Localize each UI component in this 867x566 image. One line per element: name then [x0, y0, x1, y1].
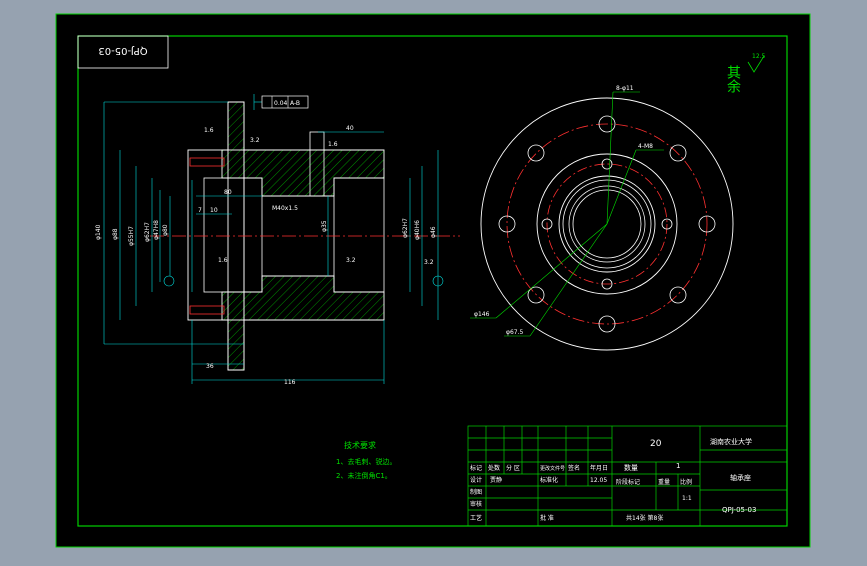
title-quantity-big: 20	[650, 439, 662, 449]
title-check-label: 审核	[470, 500, 482, 508]
tolerance-datum: A-B	[290, 100, 300, 107]
title-scale-value: 1:1	[682, 495, 692, 502]
right-bore	[333, 177, 385, 293]
roughness-e: 3.2	[424, 259, 434, 266]
title-designer: 贾静	[490, 476, 502, 484]
tolerance-frame	[261, 95, 309, 109]
roughness-symbol-icon	[747, 55, 765, 73]
title-rev-label: 标记	[470, 464, 482, 472]
title-drawing-code: QPJ-05-03	[722, 506, 756, 514]
bolt-hole-4	[669, 286, 687, 304]
title-stage-label: 阶段标记	[616, 478, 640, 486]
datum-b-icon	[432, 275, 444, 287]
tech-requirements-title: 技术要求	[344, 440, 376, 450]
title-university: 湖南农业大学	[710, 437, 752, 446]
dim-d55: φ55H7	[128, 226, 135, 246]
title-design-label: 设计	[470, 476, 482, 484]
bolt-hole-3	[698, 215, 716, 233]
outer-circle	[480, 97, 734, 351]
title-weight-label: 重量	[658, 478, 670, 486]
title-qty-value: 1	[676, 462, 680, 470]
dim-d40: φ40H6	[414, 220, 421, 240]
dim-d62c: φ62H7	[402, 218, 409, 238]
dim-d146: φ146	[474, 311, 490, 318]
title-block	[467, 425, 788, 527]
dim-d35: φ35	[321, 220, 328, 232]
groove	[309, 131, 325, 197]
bolt-circle	[506, 123, 708, 325]
title-rev-sign: 签名	[568, 464, 580, 472]
dim-thread-holes: 4-M8	[638, 143, 653, 150]
bolt-hole-8	[527, 144, 545, 162]
thread-hole-1	[601, 158, 613, 170]
bolt-hole-5	[598, 315, 616, 333]
code-box	[77, 35, 169, 69]
section-view: 0.04 A-B φ140 φ88 φ55H7 φ62H7 φ47H8 φ80 …	[95, 94, 460, 386]
thread-hole-4	[541, 218, 553, 230]
dim-thread: M40x1.5	[272, 205, 298, 212]
title-scale-label: 比例	[680, 478, 692, 486]
left-bore	[203, 177, 263, 293]
bore-mid	[562, 179, 652, 269]
title-rev-doc: 更改文件号	[540, 465, 565, 472]
sheet-outer-border	[55, 13, 811, 548]
dim-d88: φ88	[112, 228, 119, 240]
thread-hole-2	[661, 218, 673, 230]
thread-circle	[546, 163, 668, 285]
title-qty-label: 数量	[624, 463, 638, 472]
roughness-a: 3.2	[250, 137, 260, 144]
title-std-label: 标准化	[540, 476, 558, 484]
datum-a-icon	[163, 275, 175, 287]
bolt-hole-top	[189, 157, 225, 167]
dim-len10: 10	[210, 207, 218, 214]
dim-d80: φ80	[162, 224, 169, 236]
sheet-inner-frame	[77, 35, 788, 527]
thread-hole-3	[601, 278, 613, 290]
title-rev-count: 处数	[488, 464, 500, 472]
bore-outer	[558, 175, 656, 273]
code-box-text: QPJ-05-03	[98, 45, 147, 56]
title-draw-label: 制图	[470, 488, 482, 496]
title-rev-area: 分 区	[506, 464, 520, 472]
other-roughness-value: 12.5	[752, 53, 766, 60]
bolt-hole-2	[669, 144, 687, 162]
dim-len36: 36	[206, 363, 214, 370]
tech-item-1: 1、去毛刺、锐边。	[336, 457, 396, 466]
title-part-name: 轴承座	[730, 473, 751, 482]
front-view: 8-φ11 4-M8 φ146 φ67.5	[470, 85, 734, 351]
dim-len40: 40	[346, 125, 354, 132]
roughness-c: 3.2	[346, 257, 356, 264]
other-roughness-label: 其余	[725, 65, 741, 94]
dim-d62: φ62H7	[144, 222, 151, 242]
dim-d46: φ46	[430, 226, 437, 238]
tolerance-value: 0.04	[274, 100, 288, 107]
dim-bolt-holes: 8-φ11	[616, 85, 634, 92]
roughness-d: 1.6	[218, 257, 228, 264]
title-rev-date: 年月日	[590, 464, 608, 472]
dim-d140: φ140	[95, 224, 102, 240]
bolt-hole-6	[527, 286, 545, 304]
dim-len7: 7	[198, 207, 202, 214]
dim-d67: φ67.5	[506, 329, 524, 336]
hub-circle	[536, 153, 678, 295]
bore-core	[572, 189, 642, 259]
title-date: 12.05	[590, 477, 607, 484]
title-process-label: 工艺	[470, 514, 482, 522]
dim-len80: 80	[224, 189, 232, 196]
bolt-hole-1	[598, 115, 616, 133]
bolt-hole-7	[498, 215, 516, 233]
title-sheet-info: 共14张 第8张	[626, 514, 663, 522]
roughness-b: 1.6	[328, 141, 338, 148]
dim-len116: 116	[284, 379, 296, 386]
dim-d47: φ47H8	[153, 220, 160, 240]
bore-inner	[568, 185, 646, 263]
roughness-f: 1.6	[204, 127, 214, 134]
title-approve-label: 批 准	[540, 514, 554, 522]
tech-item-2: 2、未注倒角C1。	[336, 471, 392, 480]
bolt-hole-bottom	[189, 305, 225, 315]
